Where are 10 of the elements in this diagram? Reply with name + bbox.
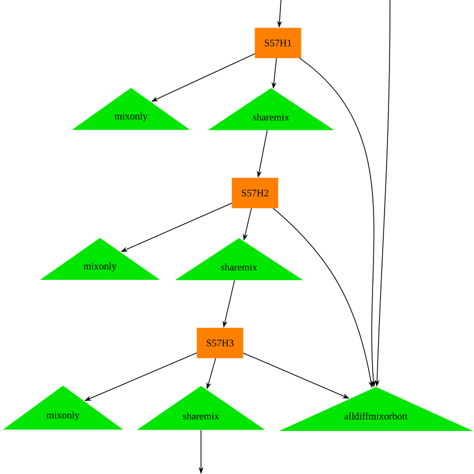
triangle-node: mixonly — [3, 386, 123, 430]
process-box: S57H1 — [254, 28, 302, 58]
triangle-node: alldiffmixorbott — [279, 386, 473, 431]
triangle-node: sharemix — [137, 386, 265, 430]
triangle-node: mixonly — [40, 238, 160, 280]
triangle-node: sharemix — [208, 88, 334, 130]
triangle-node: mixonly — [72, 88, 190, 130]
process-box: S57H3 — [196, 328, 244, 358]
triangle-node: sharemix — [175, 238, 303, 280]
process-box: S57H2 — [232, 178, 278, 208]
